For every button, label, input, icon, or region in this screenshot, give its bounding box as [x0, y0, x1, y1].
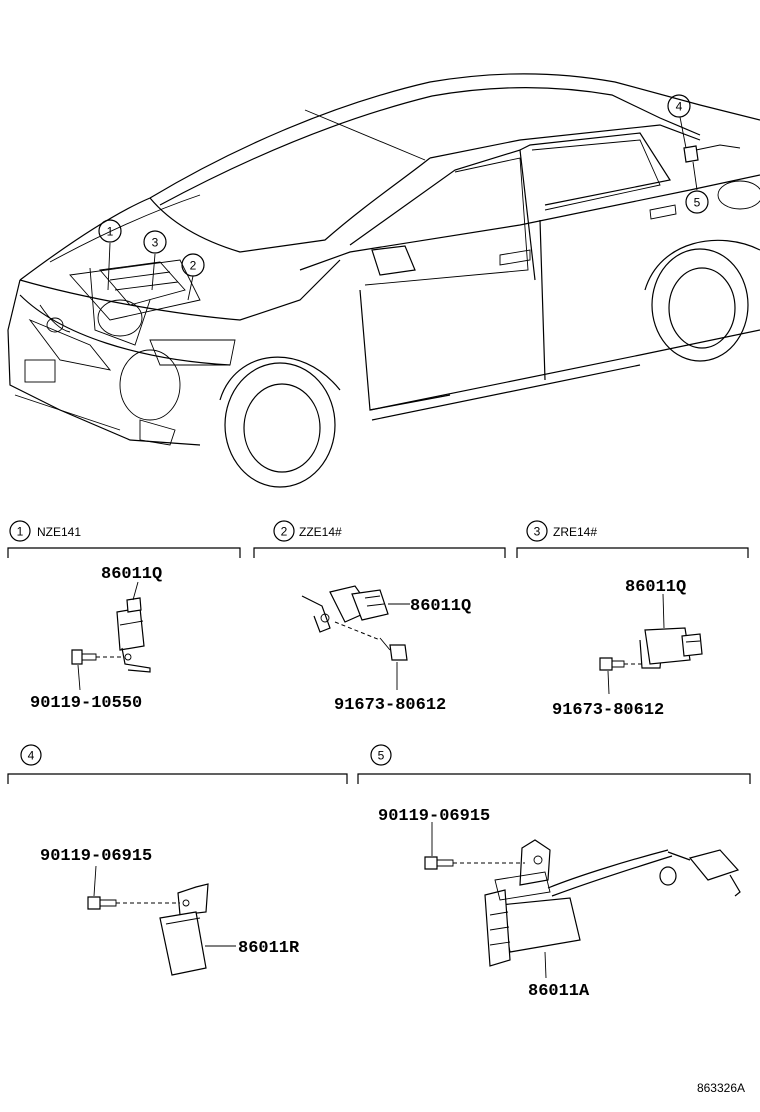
svg-text:3: 3 [152, 236, 159, 250]
callout-2: 2 [181, 253, 205, 277]
svg-text:ZZE14#: ZZE14# [299, 525, 342, 539]
part-number-86011q-s2: 86011Q [410, 597, 471, 616]
callout-3: 3 [143, 230, 167, 254]
callout-1: 1 [98, 219, 122, 243]
svg-text:ZRE14#: ZRE14# [553, 525, 597, 539]
section-3-parts [599, 593, 703, 695]
part-number-91673-80612-s2: 91673-80612 [334, 696, 446, 715]
callout-5: 5 [685, 190, 709, 214]
svg-text:3: 3 [534, 525, 541, 539]
section-2-parts [301, 585, 410, 690]
part-number-86011a: 86011A [528, 982, 590, 1001]
diagram-reference-code: 863326A [697, 1081, 745, 1095]
svg-text:5: 5 [378, 749, 385, 763]
car-illustration [7, 73, 760, 488]
part-number-90119-06915-s4: 90119-06915 [40, 847, 152, 866]
callout-leaders [107, 116, 698, 301]
section-1-parts [71, 581, 151, 691]
part-number-86011q-s1: 86011Q [101, 565, 162, 584]
section-5-parts [424, 822, 741, 979]
svg-text:2: 2 [281, 525, 288, 539]
section-4-header: 4 [7, 744, 348, 784]
svg-text:4: 4 [676, 100, 683, 114]
svg-text:1: 1 [17, 525, 24, 539]
section-5-header: 5 [357, 744, 751, 784]
part-number-86011r: 86011R [238, 939, 300, 958]
svg-text:5: 5 [694, 196, 701, 210]
part-number-86011q-s3: 86011Q [625, 578, 686, 597]
section-3-header: 3 ZRE14# [516, 520, 749, 558]
svg-text:NZE141: NZE141 [37, 525, 81, 539]
callout-4: 4 [667, 94, 691, 118]
part-number-90119-10550: 90119-10550 [30, 694, 142, 713]
part-number-91673-80612-s3: 91673-80612 [552, 701, 664, 720]
section-4-parts [87, 865, 236, 976]
part-number-90119-06915-s5: 90119-06915 [378, 807, 490, 826]
section-2-header: 2 ZZE14# [253, 520, 506, 558]
section-1-header: 1 NZE141 [7, 520, 241, 558]
svg-text:2: 2 [190, 259, 197, 273]
svg-text:1: 1 [107, 225, 114, 239]
svg-text:4: 4 [28, 749, 35, 763]
